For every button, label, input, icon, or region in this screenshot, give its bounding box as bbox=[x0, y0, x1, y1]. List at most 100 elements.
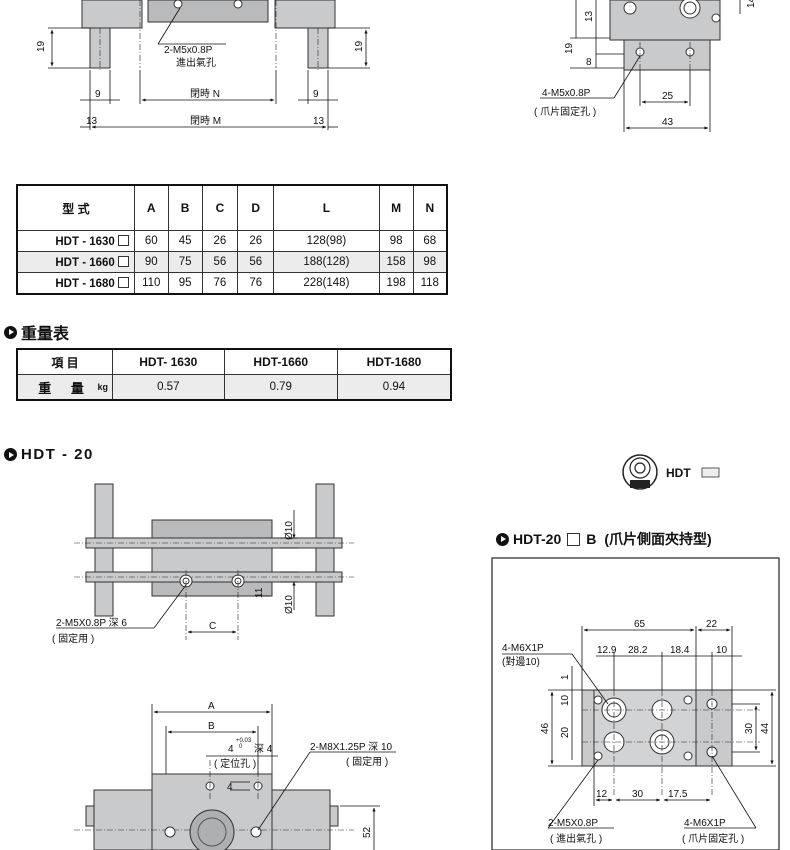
header-b: B bbox=[167, 184, 203, 231]
top-jaw-right bbox=[271, 789, 331, 850]
dim-9-left: 9 bbox=[95, 89, 101, 100]
pin-sub: ( 定位孔 ) bbox=[214, 757, 256, 770]
play-circle-icon bbox=[496, 532, 509, 546]
piston-bore bbox=[189, 809, 235, 850]
table-row: HDT - 1660 90 75 56 56 188(128) 158 98 bbox=[16, 251, 448, 273]
cell-d: 56 bbox=[237, 251, 275, 273]
front-dim-c: C bbox=[209, 621, 216, 632]
model-cell: HDT - 1630 bbox=[16, 230, 135, 252]
side-dim-14: 14 bbox=[746, 0, 757, 8]
dim-13-left: 13 bbox=[86, 116, 98, 127]
jaw-left bbox=[94, 483, 114, 617]
model-suffix-box bbox=[701, 467, 720, 478]
b-tap2-label: 4-M6X1P bbox=[684, 818, 726, 829]
side-dim-25: 25 bbox=[662, 91, 674, 102]
header-model: 型 式 bbox=[16, 184, 135, 231]
b-dim-18-4: 18.4 bbox=[670, 645, 690, 656]
weight-unit: kg bbox=[97, 382, 109, 392]
body-top-right bbox=[274, 0, 336, 29]
side-dim-13: 13 bbox=[584, 10, 595, 22]
jaw-right bbox=[315, 483, 335, 617]
cell-a: 60 bbox=[133, 230, 169, 252]
play-circle-icon bbox=[4, 448, 17, 461]
side-claw-label: 4-M5x0.8P bbox=[542, 88, 591, 99]
weight-value: 0.79 bbox=[223, 374, 339, 401]
port-hole bbox=[173, 0, 183, 9]
cell-a: 90 bbox=[133, 251, 169, 273]
side-dim-8: 8 bbox=[586, 57, 592, 68]
b-dim-10-vert: 10 bbox=[560, 694, 571, 706]
cell-l: 188(128) bbox=[273, 251, 380, 273]
model-header: HDT- 1630 bbox=[112, 348, 225, 375]
b-dim-17-5: 17.5 bbox=[668, 789, 688, 800]
weight-value: 0.94 bbox=[337, 374, 452, 401]
cell-n: 68 bbox=[412, 230, 448, 252]
top-rod-end bbox=[85, 805, 95, 827]
dim-open-m: 閉時 M bbox=[190, 115, 221, 127]
body-top bbox=[81, 0, 143, 29]
cell-b: 75 bbox=[167, 251, 203, 273]
model-cell: HDT - 1660 bbox=[16, 251, 135, 273]
b-dim-28-2: 28.2 bbox=[628, 645, 648, 656]
hdt-badge: HDT bbox=[622, 454, 720, 490]
model-header: HDT-1680 bbox=[337, 348, 452, 375]
front-mount-label: 2-M5X0.8P 深 6 bbox=[56, 617, 127, 629]
b-dim-46: 46 bbox=[540, 722, 551, 734]
b-dim-12-9: 12.9 bbox=[597, 645, 617, 656]
cell-d: 76 bbox=[237, 272, 275, 295]
spec-table: 型 式 A B C D L M N HDT - 1630 60 45 26 26… bbox=[16, 184, 448, 295]
dim-13-right: 13 bbox=[313, 116, 325, 127]
top-dim-a: A bbox=[208, 701, 215, 712]
cell-b: 95 bbox=[167, 272, 203, 295]
top-side-drawing: 13 19 8 14 4-M5x0.8P ( 爪片固定孔 ) 25 43 bbox=[534, 0, 757, 132]
cell-b: 45 bbox=[167, 230, 203, 252]
play-circle-icon bbox=[4, 325, 17, 339]
cell-c: 26 bbox=[201, 230, 239, 252]
suffix-box bbox=[567, 532, 581, 546]
dim-19-right: 19 bbox=[354, 40, 365, 52]
cell-m: 158 bbox=[378, 251, 414, 273]
pin-depth: 深 4 bbox=[254, 743, 273, 755]
hdt20-front-view: C Ø10 Ø10 11 2-M5X0.8P 深 6 ( 固定用 ) bbox=[52, 483, 354, 645]
front-dim-d10-top: Ø10 bbox=[284, 521, 295, 540]
port-hole bbox=[233, 0, 243, 9]
b-tap-sub: (對邊10) bbox=[502, 655, 540, 668]
top-dim-b: B bbox=[208, 721, 215, 732]
pin-tol: +0.03 bbox=[236, 738, 252, 744]
header-n: N bbox=[412, 184, 448, 231]
b-dim-30-bottom: 30 bbox=[632, 789, 644, 800]
side-dim-19: 19 bbox=[564, 42, 575, 54]
b-dim-1: 1 bbox=[560, 674, 571, 680]
top-dim-4: 4 bbox=[227, 782, 233, 793]
model-header: HDT-1660 bbox=[223, 348, 339, 375]
cell-n: 98 bbox=[412, 251, 448, 273]
cell-l: 228(148) bbox=[273, 272, 380, 295]
item-header: 項 目 bbox=[16, 348, 114, 375]
suffix-box bbox=[117, 255, 129, 267]
dim-close-n: 閉時 N bbox=[190, 88, 220, 100]
b-dim-10-top: 10 bbox=[716, 645, 728, 656]
top-mount-sub: ( 固定用 ) bbox=[346, 755, 388, 768]
header-a: A bbox=[133, 184, 169, 231]
cell-m: 98 bbox=[378, 230, 414, 252]
top-dim-52: 52 bbox=[362, 826, 373, 838]
port-label: 2-M5x0.8P bbox=[164, 45, 213, 56]
header-m: M bbox=[378, 184, 414, 231]
b-dim-20: 20 bbox=[560, 726, 571, 738]
cell-c: 56 bbox=[201, 251, 239, 273]
b-port-label: 2-M5X0.8P bbox=[548, 818, 598, 829]
weight-header-row: 項 目 HDT- 1630 HDT-1660 HDT-1680 bbox=[16, 348, 452, 375]
header-d: D bbox=[237, 184, 275, 231]
suffix-box bbox=[117, 276, 129, 288]
side-clamp-drawing: 65 22 12.9 28.2 18.4 10 46 1 bbox=[502, 619, 776, 845]
b-tap2-sub: ( 爪片固定孔 ) bbox=[682, 832, 744, 845]
cell-n: 118 bbox=[412, 272, 448, 295]
top-rod-end bbox=[329, 805, 339, 827]
weight-value: 0.57 bbox=[112, 374, 225, 401]
cell-l: 128(98) bbox=[273, 230, 380, 252]
table-row: HDT - 1630 60 45 26 26 128(98) 98 68 bbox=[16, 230, 448, 252]
pin-dia: 4 bbox=[228, 744, 234, 755]
